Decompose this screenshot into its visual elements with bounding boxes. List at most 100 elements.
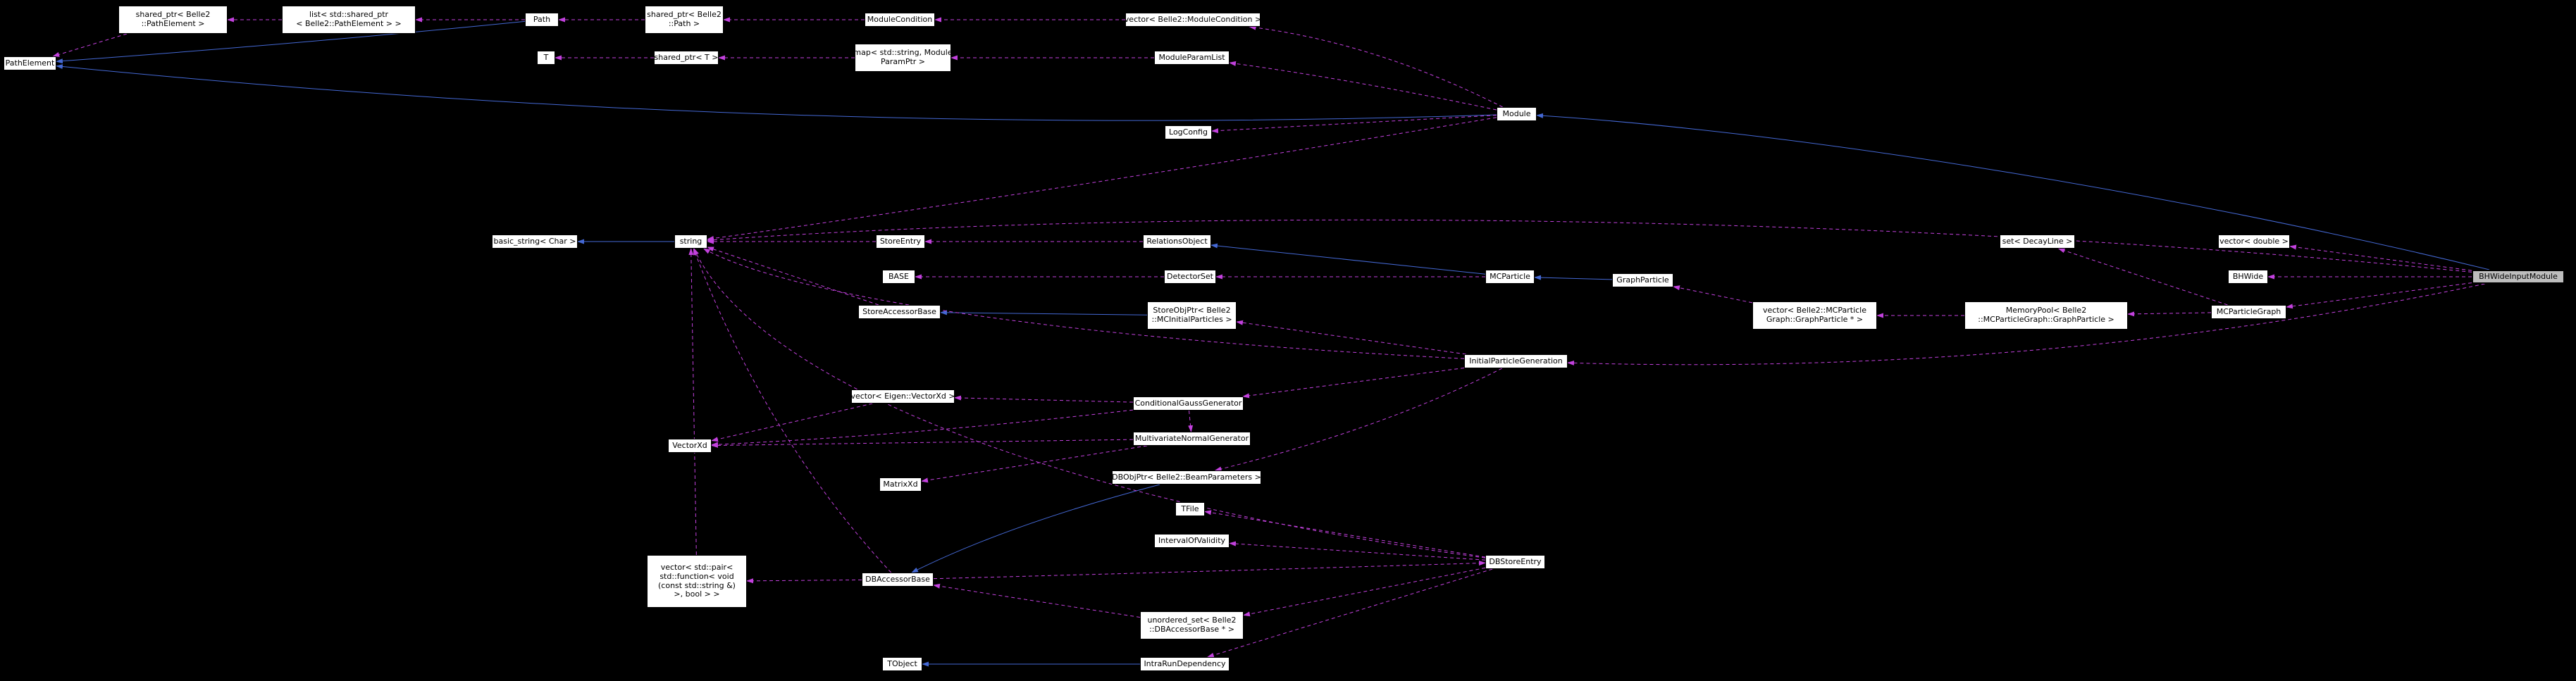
class-node-list-sp-pathelement[interactable]: list< std::shared_ptr< Belle2::PathEleme… bbox=[282, 6, 416, 34]
class-node-sp-pathelement[interactable]: shared_ptr< Belle2::PathElement > bbox=[118, 6, 228, 34]
class-node-label: ::DBAccessorBase * > bbox=[1149, 625, 1234, 634]
class-node-label: >, bool > > bbox=[674, 589, 720, 599]
class-node-tfile[interactable]: TFile bbox=[1175, 502, 1205, 516]
class-node-string[interactable]: string bbox=[674, 235, 707, 249]
class-node-label: set< DecayLine > bbox=[2002, 236, 2073, 246]
class-node-label: MultivariateNormalGenerator bbox=[1134, 433, 1249, 443]
class-node-mcparticle[interactable]: MCParticle bbox=[1485, 270, 1535, 284]
class-node-label: ::Path > bbox=[668, 19, 700, 28]
class-node-label: BASE bbox=[888, 271, 909, 281]
class-node-sp-path[interactable]: shared_ptr< Belle2::Path > bbox=[645, 6, 724, 34]
class-node-vec-pair-callback[interactable]: vector< std::pair<std::function< void(co… bbox=[647, 555, 747, 608]
class-node-matrixxd[interactable]: MatrixXd bbox=[879, 477, 922, 492]
edge-bhwideinputmodule-to-string bbox=[707, 219, 2472, 273]
class-node-label: LogConfig bbox=[1169, 127, 1208, 137]
edge-unordered-set-to-dbaccessorbase bbox=[933, 583, 1141, 618]
edge-dbobjptr-to-dbaccessorbase bbox=[911, 484, 1160, 573]
class-node-label: ::MCInitialParticles > bbox=[1151, 315, 1232, 324]
class-node-label: basic_string< Char > bbox=[493, 236, 576, 246]
class-node-vec-double[interactable]: vector< double > bbox=[2218, 235, 2290, 249]
class-node-dbstoreentry[interactable]: DBStoreEntry bbox=[1485, 555, 1545, 569]
class-node-tobject[interactable]: TObject bbox=[882, 657, 922, 671]
class-node-label: TObject bbox=[887, 658, 917, 668]
edge-module-to-logconfig bbox=[1211, 115, 1497, 134]
edge-module-to-pathelement bbox=[56, 64, 1497, 121]
class-node-label: ::MCParticleGraph::GraphParticle > bbox=[1978, 315, 2114, 324]
class-node-bhwide[interactable]: BHWide bbox=[2228, 270, 2268, 284]
class-node-label: T bbox=[543, 52, 549, 62]
edge-bhwideinputmodule-to-vec-double bbox=[2289, 244, 2472, 271]
class-node-label: ParamPtr > bbox=[880, 57, 926, 66]
class-node-module[interactable]: Module bbox=[1497, 107, 1537, 121]
class-node-intervalofvalidity[interactable]: IntervalOfValidity bbox=[1154, 534, 1230, 548]
class-node-vectorxd[interactable]: VectorXd bbox=[668, 439, 712, 453]
class-node-label: vector< Eigen::VectorXd > bbox=[850, 391, 955, 401]
class-node-label: Module bbox=[1502, 108, 1531, 118]
class-node-initialparticlegen[interactable]: InitialParticleGeneration bbox=[1464, 354, 1568, 368]
class-node-label: shared_ptr< Belle2 bbox=[135, 10, 211, 20]
edge-mcparticlegraph-to-memorypool bbox=[2127, 311, 2212, 317]
edge-dbstoreentry-to-intervalofvalidity bbox=[1229, 541, 1486, 561]
class-node-memorypool[interactable]: MemoryPool< Belle2::MCParticleGraph::Gra… bbox=[1964, 301, 2128, 330]
class-node-moduleparamlist[interactable]: ModuleParamList bbox=[1154, 51, 1230, 65]
class-node-vec-eigen[interactable]: vector< Eigen::VectorXd > bbox=[850, 389, 955, 404]
edge-module-to-string bbox=[707, 117, 1497, 241]
class-node-sp-t[interactable]: shared_ptr< T > bbox=[654, 51, 719, 65]
class-node-pathelement[interactable]: PathElement bbox=[4, 56, 56, 70]
class-node-t[interactable]: T bbox=[537, 51, 555, 65]
class-node-base[interactable]: BASE bbox=[882, 270, 915, 284]
edge-vec-eigen-to-vectorxd bbox=[711, 403, 873, 442]
edge-module-to-moduleparamlist bbox=[1229, 61, 1497, 111]
class-node-set-decayline[interactable]: set< DecayLine > bbox=[2000, 235, 2075, 249]
class-node-relationsobject[interactable]: RelationsObject bbox=[1143, 235, 1211, 249]
class-node-label: IntraRunDependency bbox=[1144, 658, 1226, 668]
class-node-vec-modulecondition[interactable]: vector< Belle2::ModuleCondition > bbox=[1125, 13, 1261, 27]
class-node-storeentry[interactable]: StoreEntry bbox=[876, 235, 925, 249]
class-node-label: DBAccessorBase bbox=[865, 574, 930, 584]
class-node-label: BHWideInputModule bbox=[2479, 271, 2558, 281]
edge-sp-pathelement-to-pathelement bbox=[52, 33, 128, 57]
class-node-bhwideinputmodule[interactable]: BHWideInputModule bbox=[2472, 270, 2565, 284]
class-node-label: (const std::string &) bbox=[658, 580, 736, 590]
class-node-modulecondition[interactable]: ModuleCondition bbox=[865, 13, 935, 27]
class-node-mcparticlegraph[interactable]: MCParticleGraph bbox=[2211, 305, 2286, 319]
class-node-unordered-set[interactable]: unordered_set< Belle2::DBAccessorBase * … bbox=[1140, 611, 1244, 639]
edge-dbaccessorbase-to-dbstoreentry bbox=[933, 561, 1486, 580]
class-node-label: VectorXd bbox=[672, 440, 707, 450]
class-node-label: ModuleParamList bbox=[1158, 52, 1225, 62]
edge-condgauss-to-multivariate bbox=[1188, 410, 1194, 432]
edge-dbstoreentry-to-unordered-set bbox=[1243, 567, 1486, 617]
edge-initialparticlegen-to-dbobjptr bbox=[1214, 368, 1502, 472]
class-node-label: vector< std::pair< bbox=[660, 562, 733, 572]
class-node-label: shared_ptr< Belle2 bbox=[647, 10, 722, 20]
class-node-label: shared_ptr< T > bbox=[654, 52, 719, 62]
class-node-label: vector< Belle2::ModuleCondition > bbox=[1124, 14, 1262, 24]
class-node-storeobjptr[interactable]: StoreObjPtr< Belle2::MCInitialParticles … bbox=[1147, 301, 1237, 330]
class-node-storeaccessorbase[interactable]: StoreAccessorBase bbox=[858, 305, 941, 319]
class-node-label: Path bbox=[533, 14, 551, 24]
class-node-label: StoreEntry bbox=[879, 236, 922, 246]
class-node-label: BHWide bbox=[2232, 271, 2264, 281]
class-node-label: IntervalOfValidity bbox=[1158, 535, 1226, 545]
class-node-dbaccessorbase[interactable]: DBAccessorBase bbox=[862, 573, 934, 587]
edge-dbstoreentry-to-intrarundependency bbox=[1206, 568, 1493, 658]
class-node-label: ConditionalGaussGenerator bbox=[1134, 398, 1242, 408]
edge-initialparticlegen-to-storeobjptr bbox=[1236, 320, 1466, 355]
edge-multivariate-to-vectorxd bbox=[711, 439, 1134, 448]
class-node-label: InitialParticleGeneration bbox=[1469, 356, 1563, 366]
class-node-detectorset[interactable]: DetectorSet bbox=[1164, 270, 1216, 284]
class-node-graphparticle[interactable]: GraphParticle bbox=[1612, 273, 1673, 287]
class-node-label: std::function< void bbox=[660, 571, 734, 581]
edge-dbstoreentry-to-tfile bbox=[1204, 510, 1486, 558]
class-node-multivariate[interactable]: MultivariateNormalGenerator bbox=[1133, 432, 1251, 446]
class-node-path[interactable]: Path bbox=[525, 13, 559, 27]
class-node-condgauss[interactable]: ConditionalGaussGenerator bbox=[1133, 396, 1244, 411]
class-node-dbobjptr[interactable]: DBObjPtr< Belle2::BeamParameters > bbox=[1112, 470, 1261, 485]
class-node-logconfig[interactable]: LogConfig bbox=[1165, 125, 1212, 139]
class-node-label: ::PathElement > bbox=[141, 19, 205, 28]
class-node-basic-string[interactable]: basic_string< Char > bbox=[492, 235, 578, 249]
class-node-intrarundependency[interactable]: IntraRunDependency bbox=[1140, 657, 1230, 671]
